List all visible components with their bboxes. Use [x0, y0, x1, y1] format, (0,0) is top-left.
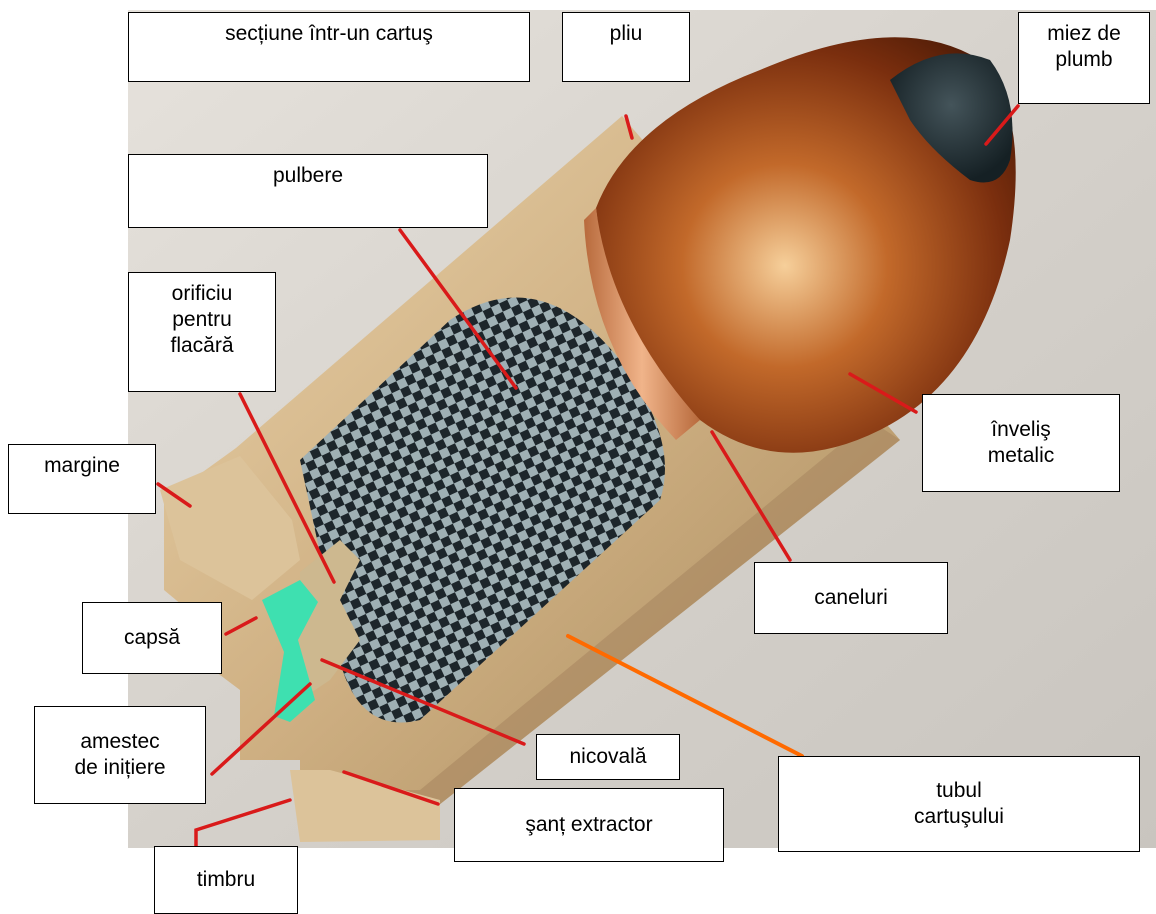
label-powder: pulbere — [128, 154, 488, 228]
label-priming-mix: amestec de inițiere — [34, 706, 206, 804]
label-rim: margine — [8, 444, 156, 514]
label-headstamp: timbru — [154, 846, 298, 914]
label-lead-core: miez de plumb — [1018, 12, 1150, 104]
label-cannelure: caneluri — [754, 562, 948, 634]
label-flash-hole: orificiu pentru flacără — [128, 272, 276, 392]
label-jacket: înveliş metalic — [922, 394, 1120, 492]
label-title: secțiune într-un cartuş — [128, 12, 530, 82]
label-anvil: nicovală — [536, 734, 680, 780]
label-case: tubul cartuşului — [778, 756, 1140, 852]
label-extractor-groove: şanț extractor — [454, 788, 724, 862]
label-crimp: pliu — [562, 12, 690, 82]
label-primer-cup: capsă — [82, 602, 222, 674]
